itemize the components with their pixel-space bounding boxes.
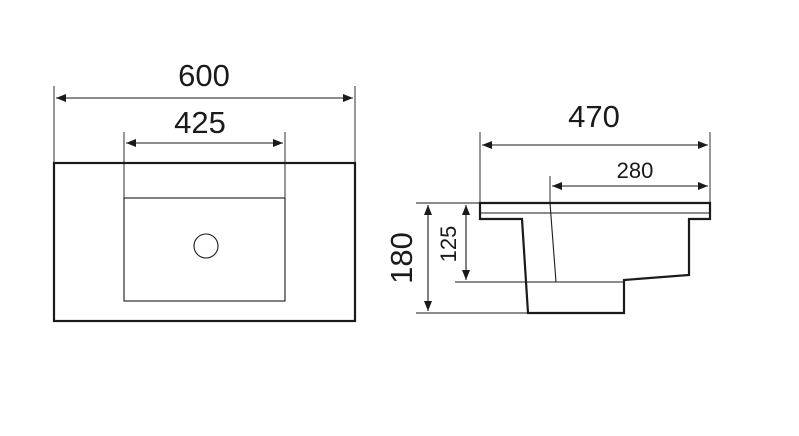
dimension-label-280: 280: [617, 158, 654, 183]
bowl-outline: [123, 197, 286, 302]
side-view: 470 280 180 125: [384, 99, 712, 315]
dimension-label-470: 470: [568, 99, 620, 134]
side-bowl-inner: [549, 202, 624, 283]
dimension-label-180: 180: [384, 232, 419, 284]
dimension-label-125: 125: [436, 226, 461, 263]
dimension-label-600: 600: [178, 58, 230, 93]
countertop-outline: [52, 161, 357, 323]
drain-hole: [193, 233, 219, 259]
side-slab-outline: [478, 201, 712, 315]
top-view: 600 425: [52, 58, 357, 323]
dimension-label-425: 425: [174, 105, 226, 140]
